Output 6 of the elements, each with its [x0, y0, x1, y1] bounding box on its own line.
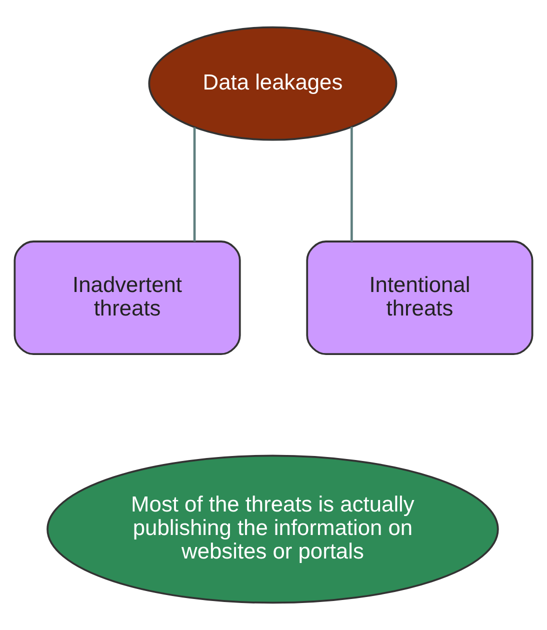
- node-ellipse: Data leakages: [148, 26, 398, 141]
- connector: [193, 127, 196, 242]
- node-ellipse: Most of the threats is actually publishing the information on websites or portals: [46, 454, 499, 604]
- node-box: Inadvertent threats: [14, 240, 241, 356]
- node-box: Intentional threats: [306, 240, 534, 356]
- connector: [350, 126, 353, 242]
